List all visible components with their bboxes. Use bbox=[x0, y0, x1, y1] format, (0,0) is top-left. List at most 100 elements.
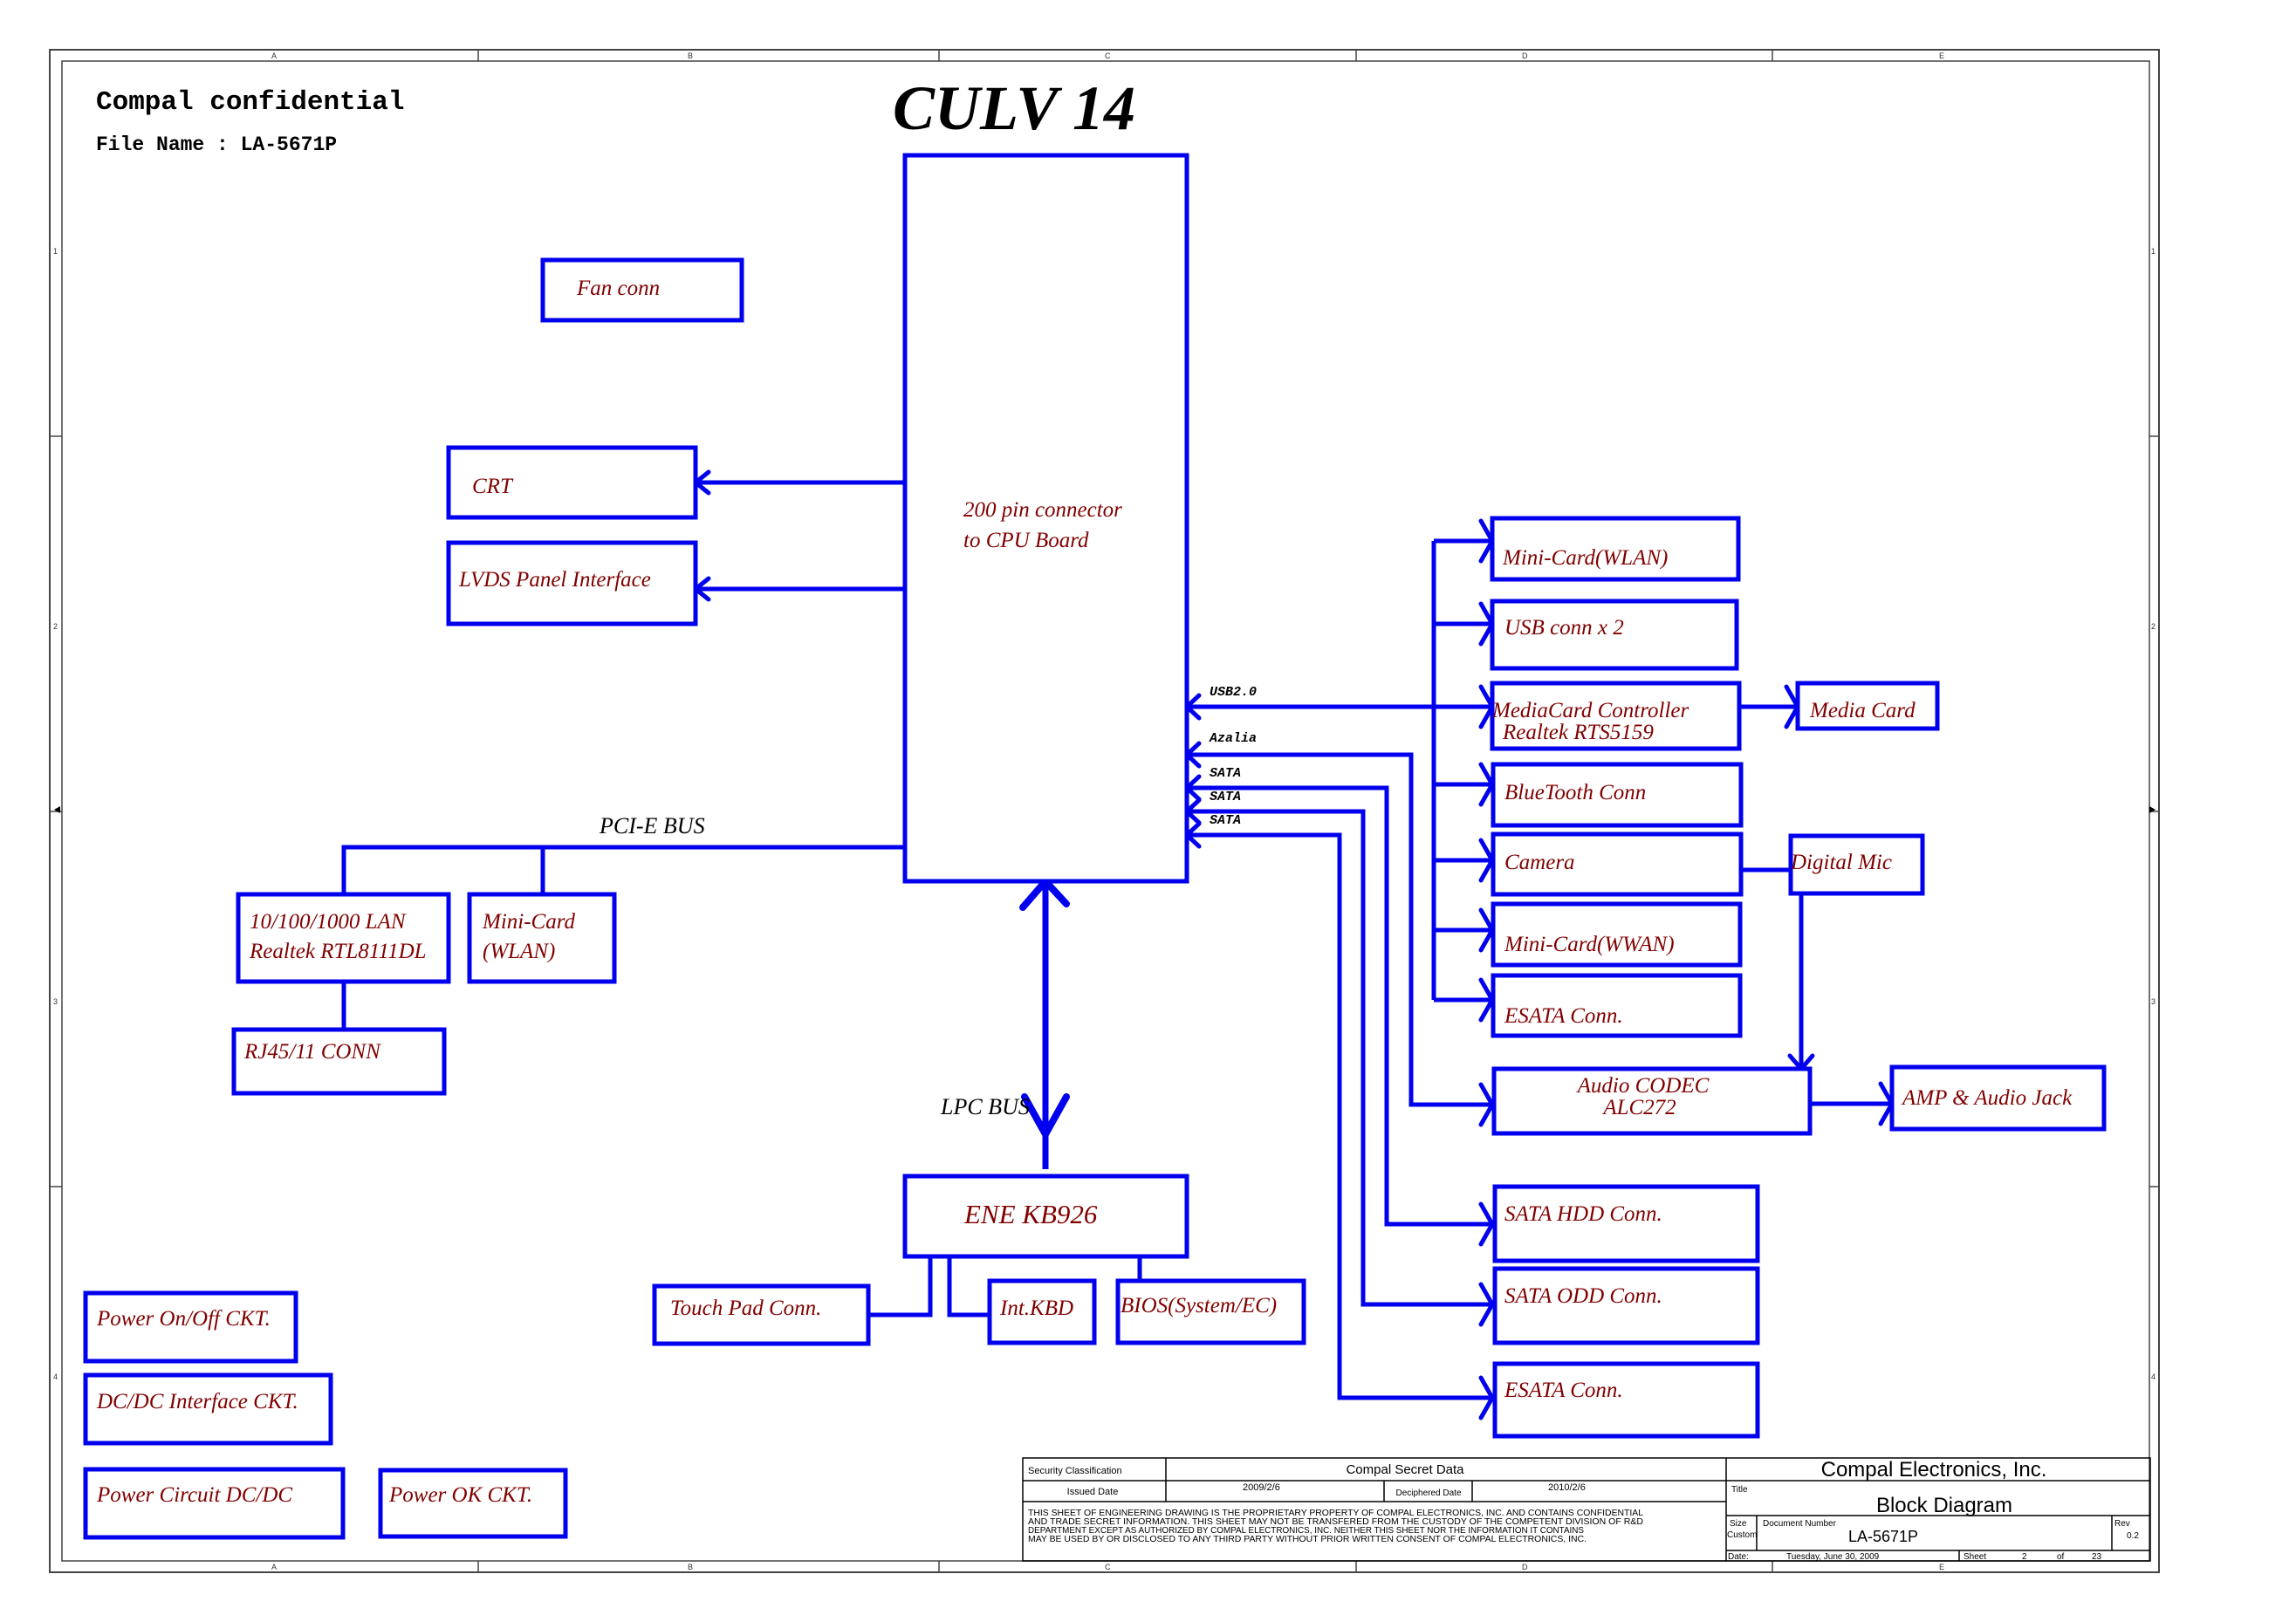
issued-date-value: 2009/2/6 bbox=[1243, 1482, 1280, 1493]
ene-label: ENE KB926 bbox=[963, 1199, 1098, 1229]
usb-conn-label: USB conn x 2 bbox=[1504, 616, 1624, 640]
block-power-ok[interactable]: Power OK CKT. bbox=[378, 1468, 568, 1539]
block-fan-conn[interactable]: Fan conn bbox=[540, 257, 744, 323]
media-card-label: Media Card bbox=[1809, 699, 1916, 722]
zone-col-b-bottom: B bbox=[688, 1563, 693, 1571]
block-minicard-wlan[interactable]: Mini-Card(WLAN) bbox=[1490, 516, 1741, 582]
notice-line-1: THIS SHEET OF ENGINEERING DRAWING IS THE… bbox=[1028, 1509, 1643, 1518]
block-int-kbd[interactable]: Int.KBD bbox=[987, 1278, 1097, 1345]
title-label: Title bbox=[1731, 1485, 1748, 1495]
block-digital-mic[interactable]: Digital Mic bbox=[1788, 833, 1925, 896]
lpc-bus-label: LPC BUS bbox=[940, 1094, 1030, 1119]
esata1-label: ESATA Conn. bbox=[1504, 1004, 1623, 1028]
center-mark-right-icon bbox=[2149, 806, 2155, 813]
codec-label-1: Audio CODEC bbox=[1576, 1074, 1710, 1098]
minicard-left-label-1: Mini-Card bbox=[482, 910, 576, 934]
zone-row-3-left: 3 bbox=[53, 997, 58, 1006]
page-title: CULV 14 bbox=[893, 73, 1135, 143]
lan-label-2: Realtek RTL8111DL bbox=[249, 940, 427, 963]
zone-row-4-right: 4 bbox=[2151, 1372, 2155, 1381]
block-sata-odd[interactable]: SATA ODD Conn. bbox=[1492, 1266, 1760, 1345]
lan-label-1: 10/100/1000 LAN bbox=[250, 910, 407, 934]
center-mark-left-icon bbox=[54, 806, 60, 813]
block-esata-1[interactable]: ESATA Conn. bbox=[1491, 973, 1743, 1038]
sheet-of-label: of bbox=[2057, 1552, 2065, 1562]
block-usb-conn[interactable]: USB conn x 2 bbox=[1490, 599, 1739, 671]
block-mediacard-controller[interactable]: MediaCard Controller Realtek RTS5159 bbox=[1490, 681, 1742, 751]
block-lan[interactable]: 10/100/1000 LAN Realtek RTL8111DL bbox=[236, 892, 451, 984]
usb-signal-label: USB2.0 bbox=[1210, 685, 1257, 700]
notice-line-3: DEPARTMENT EXCEPT AS AUTHORIZED BY COMPA… bbox=[1028, 1526, 1584, 1536]
minicard-left-label-2: (WLAN) bbox=[483, 940, 555, 963]
arrow-sata-hdd-icon bbox=[1478, 1201, 1495, 1247]
zone-row-2-left: 2 bbox=[53, 622, 58, 631]
crt-label: CRT bbox=[472, 475, 514, 498]
mediacard-ctrl-label-2: Realtek RTS5159 bbox=[1502, 721, 1654, 744]
block-crt[interactable]: CRT bbox=[446, 445, 698, 520]
block-minicard-left[interactable]: Mini-Card (WLAN) bbox=[467, 892, 617, 984]
block-sata-hdd[interactable]: SATA HDD Conn. bbox=[1492, 1184, 1760, 1263]
dcdc-interface-label: DC/DC Interface CKT. bbox=[96, 1390, 298, 1413]
block-amp-audio-jack[interactable]: AMP & Audio Jack bbox=[1889, 1064, 2107, 1132]
wire-pcie-lan bbox=[341, 845, 905, 894]
block-lvds[interactable]: LVDS Panel Interface bbox=[446, 540, 698, 626]
zone-row-4-left: 4 bbox=[53, 1372, 58, 1381]
amp-label: AMP & Audio Jack bbox=[1901, 1086, 2073, 1110]
zone-row-3-right: 3 bbox=[2151, 997, 2155, 1006]
block-dcdc-interface[interactable]: DC/DC Interface CKT. bbox=[83, 1372, 333, 1446]
esata2-label: ESATA Conn. bbox=[1504, 1379, 1623, 1402]
block-esata-2[interactable]: ESATA Conn. bbox=[1492, 1361, 1760, 1439]
block-audio-codec[interactable]: Audio CODEC ALC272 bbox=[1491, 1066, 1813, 1136]
sata-odd-label: SATA ODD Conn. bbox=[1504, 1284, 1662, 1308]
zone-col-d-bottom: D bbox=[1522, 1563, 1528, 1571]
wire-ene-touchpad bbox=[870, 1256, 933, 1317]
bios-label: BIOS(System/EC) bbox=[1121, 1294, 1277, 1317]
zone-col-a-top: A bbox=[271, 51, 277, 60]
wire-azalia bbox=[1187, 752, 1492, 1107]
arrow-esata2-icon bbox=[1478, 1375, 1495, 1420]
zone-col-b-top: B bbox=[688, 51, 693, 60]
block-touchpad[interactable]: Touch Pad Conn. bbox=[652, 1283, 871, 1346]
rev-value: 0.2 bbox=[2127, 1531, 2139, 1541]
block-power-onoff[interactable]: Power On/Off CKT. bbox=[83, 1290, 298, 1364]
date-value: Tuesday, June 30, 2009 bbox=[1786, 1552, 1880, 1562]
notice-line-2: AND TRADE SECRET INFORMATION. THIS SHEET… bbox=[1028, 1517, 1643, 1527]
block-ene-kb926[interactable]: ENE KB926 bbox=[902, 1174, 1189, 1259]
block-bios[interactable]: BIOS(System/EC) bbox=[1115, 1278, 1306, 1345]
size-label: Size bbox=[1730, 1519, 1747, 1529]
minicard-wlan-label: Mini-Card(WLAN) bbox=[1502, 546, 1668, 570]
power-onoff-label: Power On/Off CKT. bbox=[96, 1307, 271, 1331]
zone-col-e-bottom: E bbox=[1939, 1563, 1944, 1571]
power-circuit-label: Power Circuit DC/DC bbox=[96, 1483, 292, 1507]
security-classification-value: Compal Secret Data bbox=[1346, 1462, 1464, 1477]
zone-col-e-top: E bbox=[1939, 51, 1944, 60]
block-camera[interactable]: Camera bbox=[1491, 832, 1744, 897]
wire-sata-esata bbox=[1187, 832, 1492, 1400]
block-rj45[interactable]: RJ45/11 CONN bbox=[231, 1027, 447, 1096]
kbd-label: Int.KBD bbox=[999, 1297, 1073, 1320]
block-minicard-wwan[interactable]: Mini-Card(WWAN) bbox=[1491, 901, 1743, 968]
sheet-label: Sheet bbox=[1964, 1552, 1986, 1562]
block-media-card[interactable]: Media Card bbox=[1795, 681, 1940, 731]
touchpad-label: Touch Pad Conn. bbox=[670, 1297, 821, 1320]
title-block: Security Classification Compal Secret Da… bbox=[1022, 1457, 2151, 1562]
block-bluetooth[interactable]: BlueTooth Conn bbox=[1491, 762, 1744, 828]
wire-sata-hdd bbox=[1187, 785, 1492, 1227]
mediacard-ctrl-label-1: MediaCard Controller bbox=[1491, 699, 1689, 722]
zone-row-2-right: 2 bbox=[2151, 622, 2155, 631]
digital-mic-label: Digital Mic bbox=[1790, 851, 1892, 874]
cpu-connector-label-2: to CPU Board bbox=[963, 529, 1089, 552]
issued-date-label: Issued Date bbox=[1067, 1487, 1119, 1497]
title-value: Block Diagram bbox=[1876, 1494, 2012, 1517]
zone-col-d-top: D bbox=[1522, 51, 1528, 60]
deciphered-date-label: Deciphered Date bbox=[1395, 1489, 1461, 1498]
power-ok-label: Power OK CKT. bbox=[388, 1483, 532, 1507]
security-classification-label: Security Classification bbox=[1028, 1466, 1122, 1476]
wire-sata-odd bbox=[1187, 809, 1492, 1307]
block-power-circuit[interactable]: Power Circuit DC/DC bbox=[83, 1467, 346, 1540]
zone-col-a-bottom: A bbox=[271, 1563, 277, 1571]
block-cpu-connector[interactable]: 200 pin connector to CPU Board bbox=[902, 153, 1189, 884]
sata-signal-label-1: SATA bbox=[1210, 766, 1241, 781]
rev-label: Rev bbox=[2114, 1519, 2130, 1529]
